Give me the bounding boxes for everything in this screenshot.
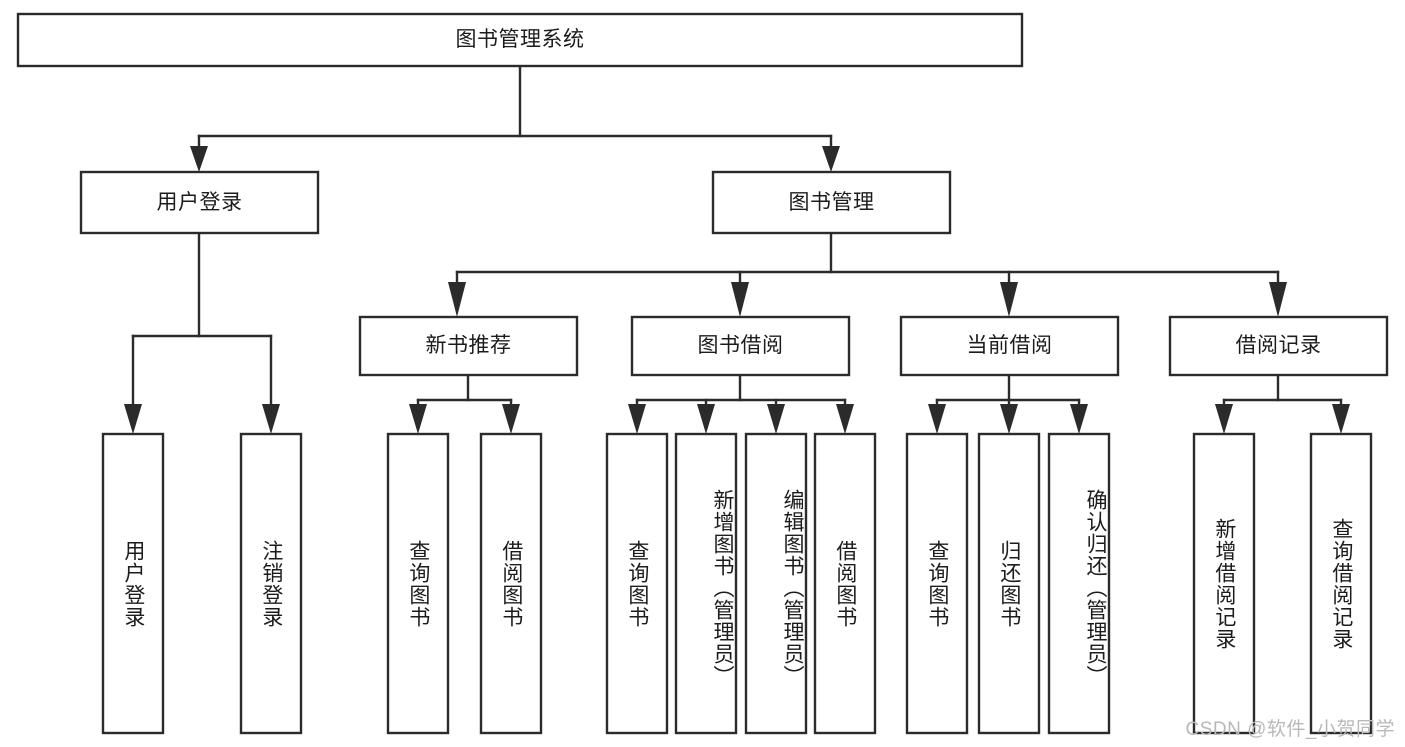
arrow-head-borrow-record bbox=[1269, 282, 1287, 317]
node-box-root[interactable] bbox=[16, 12, 1024, 68]
arrow-head-leaf-return-book bbox=[1000, 404, 1018, 434]
arrow-head-leaf-query-book-3 bbox=[928, 404, 946, 434]
arrow-head-leaf-query-record bbox=[1332, 404, 1350, 434]
arrow-head-book-manage bbox=[822, 146, 840, 172]
node-box-leaf-user-login[interactable] bbox=[101, 432, 165, 735]
arrow-head-leaf-add-book bbox=[697, 404, 715, 434]
arrow-head-leaf-borrow-book-1 bbox=[502, 404, 520, 434]
arrow-head-leaf-query-book-1 bbox=[409, 404, 427, 434]
node-box-leaf-edit-book[interactable] bbox=[744, 432, 808, 735]
node-box-leaf-borrow-book-1[interactable] bbox=[479, 432, 543, 735]
arrow-head-leaf-borrow-book-2 bbox=[836, 404, 854, 434]
node-box-leaf-query-book-3[interactable] bbox=[905, 432, 969, 735]
node-box-leaf-add-book[interactable] bbox=[674, 432, 738, 735]
node-box-leaf-borrow-book-2[interactable] bbox=[813, 432, 877, 735]
arrow-head-new-book-recommend bbox=[448, 282, 466, 317]
arrow-head-user-login bbox=[190, 146, 208, 172]
node-box-leaf-logout-login[interactable] bbox=[239, 432, 303, 735]
arrow-head-leaf-edit-book bbox=[767, 404, 785, 434]
arrow-head-leaf-user-login bbox=[124, 404, 142, 434]
nodes-layer bbox=[16, 12, 1389, 735]
node-box-leaf-add-record[interactable] bbox=[1192, 432, 1256, 735]
arrow-head-leaf-confirm-return bbox=[1070, 404, 1088, 434]
node-box-user-login[interactable] bbox=[79, 170, 320, 235]
node-box-leaf-query-book-1[interactable] bbox=[386, 432, 450, 735]
arrow-head-leaf-logout-login bbox=[262, 404, 280, 434]
arrow-head-book-borrow bbox=[731, 282, 749, 317]
node-box-new-book-recommend[interactable] bbox=[358, 315, 579, 377]
arrow-head-leaf-query-book-2 bbox=[628, 404, 646, 434]
node-box-current-borrow[interactable] bbox=[899, 315, 1120, 377]
arrow-head-current-borrow bbox=[1000, 282, 1018, 317]
node-box-leaf-query-record[interactable] bbox=[1309, 432, 1373, 735]
node-box-leaf-query-book-2[interactable] bbox=[605, 432, 669, 735]
node-box-book-manage[interactable] bbox=[711, 170, 952, 235]
node-box-borrow-record[interactable] bbox=[1168, 315, 1389, 377]
arrow-head-leaf-add-record bbox=[1215, 404, 1233, 434]
node-box-leaf-confirm-return[interactable] bbox=[1047, 432, 1111, 735]
node-box-book-borrow[interactable] bbox=[630, 315, 851, 377]
node-box-leaf-return-book[interactable] bbox=[977, 432, 1041, 735]
edges-layer bbox=[124, 65, 1350, 434]
